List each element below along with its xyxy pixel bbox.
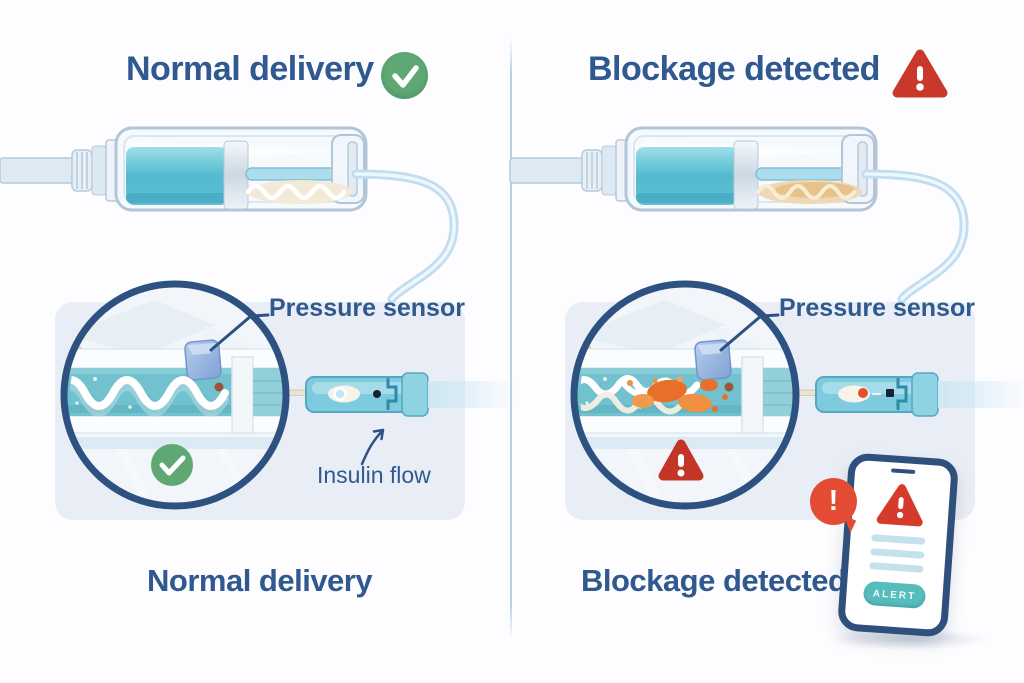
blockage-warning-icon <box>658 439 704 481</box>
check-icon <box>151 444 193 486</box>
insulin-flow-arrow <box>360 428 385 466</box>
phone-shadow <box>826 628 990 650</box>
normal-flow-detail <box>70 376 229 417</box>
notification-text-line <box>871 534 926 545</box>
left-magnifier-lens <box>57 284 520 506</box>
left-pump-illustration <box>0 128 454 299</box>
right-bottom-label: Blockage detected <box>581 563 847 598</box>
check-icon <box>381 52 428 99</box>
right-magnifier-lens <box>570 284 1024 506</box>
warning-icon <box>892 48 948 105</box>
left-bottom-label: Normal delivery <box>147 563 373 598</box>
insulin-flow-label: Insulin flow <box>317 462 431 488</box>
notification-text-lines <box>848 533 946 575</box>
notification-text-line <box>869 562 924 573</box>
left-title: Normal delivery <box>126 50 374 88</box>
blockage-detail <box>580 375 728 415</box>
left-sensor-label: Pressure sensor <box>269 294 465 322</box>
right-title: Blockage detected <box>588 50 880 88</box>
alert-button: ALERT <box>862 580 927 610</box>
right-sensor-label: Pressure sensor <box>779 294 975 322</box>
panel-divider <box>510 38 512 640</box>
phone-speaker <box>891 468 916 475</box>
right-pump-illustration <box>510 128 964 299</box>
exclamation-bubble-icon: ! <box>810 478 857 525</box>
phone-warning-icon <box>876 484 923 527</box>
phone-frame: ALERT <box>836 452 960 638</box>
notification-text-line <box>870 548 925 559</box>
